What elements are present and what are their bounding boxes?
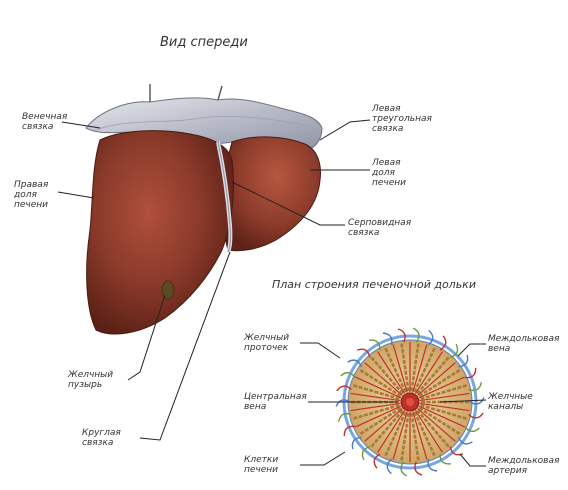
label-bile-duct: Желчный проточек	[244, 333, 289, 353]
label-gallbladder: Желчный пузырь	[68, 370, 113, 390]
label-interlobular-artery: Междольковая артерия	[488, 456, 559, 476]
label-round-ligament: Круглая связка	[82, 428, 121, 448]
leader-interlobular-artery	[460, 454, 486, 466]
label-liver-cells: Клетки печени	[244, 455, 278, 475]
leader-bile-duct	[300, 343, 340, 358]
view-title: Вид спереди	[160, 35, 248, 50]
leader-interlobular-vein	[458, 344, 486, 356]
label-right-lobe: Правая доля печени	[14, 180, 48, 210]
leader-right-lobe	[58, 192, 94, 198]
label-coronary-ligament: Венечная связка	[22, 112, 67, 132]
label-left-lobe: Левая доля печени	[372, 158, 406, 188]
label-bile-canaliculi: Желчные каналы	[488, 392, 533, 412]
gallbladder-shape	[162, 281, 174, 299]
left-lobe-shape	[224, 137, 320, 251]
label-falciform-ligament: Серповидная связка	[348, 218, 411, 238]
right-lobe-shape	[87, 131, 234, 334]
lobule-title: План строения печеночной дольки	[272, 278, 476, 291]
label-left-triangular-ligament: Левая треугольная связка	[372, 104, 432, 134]
leader-left-triangular	[320, 120, 370, 140]
leader-liver-cells	[300, 452, 345, 465]
label-interlobular-vein: Междольковая вена	[488, 334, 559, 354]
label-central-vein: Центральная вена	[244, 392, 307, 412]
